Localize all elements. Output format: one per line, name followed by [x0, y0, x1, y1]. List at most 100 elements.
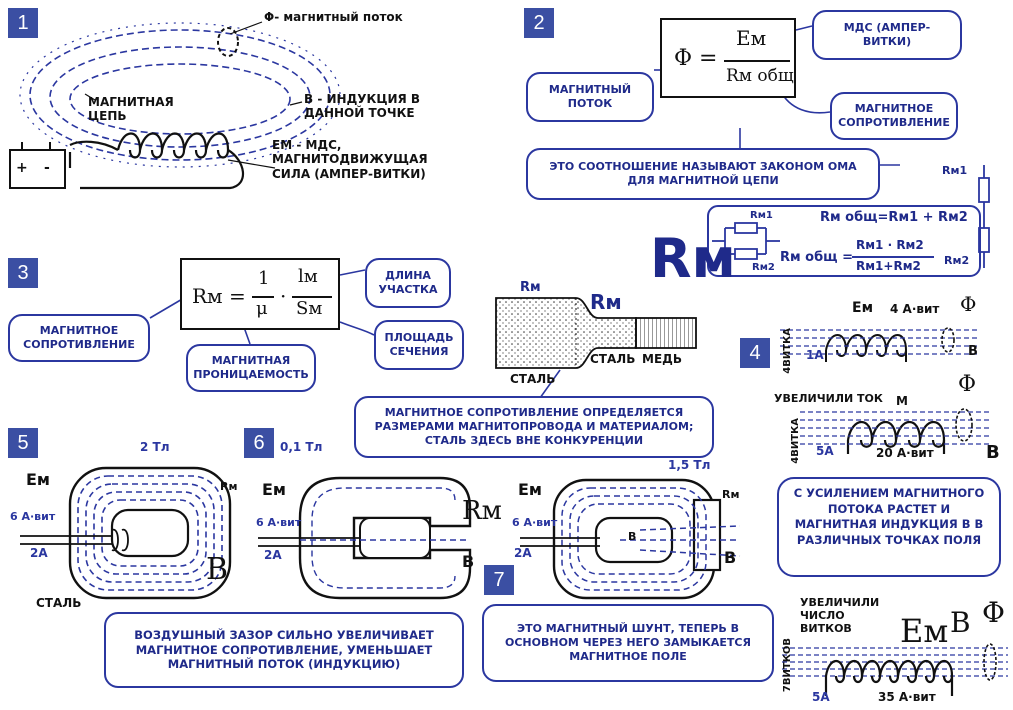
p4-coil-3: [824, 659, 954, 696]
p5-av: 6 А·вит: [10, 510, 56, 523]
p1-field-lines-solid: [19, 22, 341, 168]
p5-b: B: [206, 552, 229, 587]
p1-circuit-label: магнитная цепь: [88, 95, 174, 124]
p2-parallel-num: Rм1 · Rм2: [856, 238, 924, 252]
p7-tesla: 1,5 Тл: [668, 458, 711, 472]
p6-bubble: Воздушный зазор сильно увеличивает магни…: [104, 612, 464, 688]
p3-formula-one: 1: [258, 268, 270, 289]
p1-mds-label: Eм - МДС, магнитодвижущая сила (ампер-ви…: [272, 138, 428, 181]
p2-series-circuit: [978, 165, 990, 268]
p4-phi-2: Φ: [958, 372, 977, 397]
p4-increased-current: увеличили ток: [774, 392, 883, 405]
p1-flux-label: Φ- магнитный поток: [264, 10, 403, 24]
p4-turns-2: 4витка: [790, 418, 801, 464]
p5-current: 2А: [30, 546, 48, 560]
p7-current: 2А: [514, 546, 532, 560]
p4-current-3: 5А: [812, 690, 830, 704]
p4-em-3: Eм: [900, 612, 949, 650]
p5-rm: Rм: [220, 480, 238, 493]
p4-coil-2: [846, 421, 946, 454]
p4-coil-1: [825, 334, 908, 362]
p3-rm-small: Rм: [520, 280, 541, 295]
p4-increased-turns: увеличили число витков: [800, 596, 880, 636]
p4-m: м: [896, 394, 908, 408]
p6-em: Eм: [262, 480, 287, 499]
panel-number-3: 3: [8, 258, 38, 288]
p5-tesla: 2 Тл: [140, 440, 170, 454]
p2-mds-bubble: МДС (ампер-витки): [812, 10, 962, 60]
p2-flux-bubble: магнитный поток: [526, 72, 654, 122]
p4-phi-1: Φ: [960, 292, 977, 316]
p2-circuit-box: [707, 205, 981, 277]
p7-b-inner: B: [628, 530, 637, 543]
p6-rm: Rм: [462, 496, 502, 526]
p1-coil: [68, 132, 245, 190]
p7-av: 6 А·вит: [512, 516, 558, 529]
panel-number-6: 6: [244, 428, 274, 458]
p3-formula-bar1: [252, 296, 274, 298]
p4-b-1: B: [968, 344, 978, 359]
p3-formula-dot: ·: [280, 284, 287, 308]
p2-formula-num: Eм: [736, 26, 767, 50]
p2-series-formula: Rм общ=Rм1 + Rм2: [820, 210, 968, 225]
p4-av-1: 4 А·вит: [890, 302, 940, 316]
p4-bubble: С усилением магнитного потока растет и м…: [793, 486, 985, 547]
p2-ohm-bubble: Это соотношение называют законом Ома для…: [526, 148, 880, 200]
p1-induction-label: B - индукция в данной точке: [304, 92, 421, 121]
p4-av-3: 35 А·вит: [878, 690, 936, 704]
p3-formula-mu: μ: [256, 298, 268, 319]
p7-core: [520, 478, 741, 600]
panel-number-1: 1: [8, 8, 38, 38]
p1-battery: [9, 149, 66, 189]
p2-r1-parallel: Rм1: [750, 210, 773, 221]
p3-rm-big: Rм: [650, 227, 736, 290]
p3-conductor: [495, 297, 697, 369]
p4-lines-3: [782, 647, 1008, 677]
p2-parallel-circuit: [712, 222, 780, 260]
panel-number-2: 2: [524, 8, 554, 38]
p2-parallel-lhs: Rм общ =: [780, 250, 853, 265]
p6-core: [258, 476, 472, 600]
p3-formula-l: lм: [298, 266, 318, 287]
p2-resistance-bubble: магнитное сопротивление: [830, 92, 958, 140]
p1-battery-minus: -: [44, 160, 50, 176]
p2-parallel-bar: [852, 256, 934, 258]
p7-bubble: Это магнитный шунт, теперь в основном че…: [482, 604, 774, 682]
p4-current-1: 1А: [806, 348, 824, 362]
p3-formula-lhs: Rм =: [192, 284, 246, 308]
p3-copper-label: медь: [642, 352, 682, 366]
p3-area-bubble: площадь сечения: [374, 320, 464, 370]
p7-rm: Rм: [722, 488, 740, 501]
p2-formula-bar: [724, 60, 790, 62]
p4-turns-1: 4витка: [782, 328, 793, 374]
p3-formula-s: Sм: [296, 298, 323, 319]
panel-number-7: 7: [484, 565, 514, 595]
p4-phi-3: Φ: [982, 596, 1005, 629]
panel-number-5: 5: [8, 428, 38, 458]
p6-current: 2А: [264, 548, 282, 562]
p3-permeability-bubble: магнитная проницаемость: [186, 344, 316, 392]
p2-r2-parallel: Rм2: [752, 262, 775, 273]
p3-resistance-formula: Rм = 1 μ · lм Sм: [180, 258, 340, 330]
p1-flux-ring: [217, 27, 239, 57]
p5-em: Eм: [26, 470, 51, 489]
p3-formula-bar2: [292, 296, 332, 298]
p7-b: B: [724, 548, 737, 567]
p2-parallel-den: Rм1+Rм2: [856, 259, 921, 273]
p4-b-3: B: [950, 606, 971, 639]
p4-turns-3: 7витков: [782, 638, 793, 693]
p2-r2-series: Rм2: [944, 254, 970, 267]
p2-ohm-formula: Φ = Eм Rм общ: [660, 18, 796, 98]
p2-formula-lhs: Φ =: [674, 46, 718, 71]
p3-connectors: [149, 269, 561, 399]
p4-lines-1: [780, 329, 980, 355]
p5-steel: сталь: [36, 596, 82, 610]
p3-steel-label: сталь: [510, 372, 556, 386]
p3-size-bubble: Магнитное сопротивление определяется раз…: [354, 396, 714, 458]
p6-b: B: [462, 552, 475, 571]
p6-av: 6 А·вит: [256, 516, 302, 529]
p3-steel2-label: сталь: [590, 352, 636, 366]
p6-tesla: 0,1 Тл: [280, 440, 323, 454]
